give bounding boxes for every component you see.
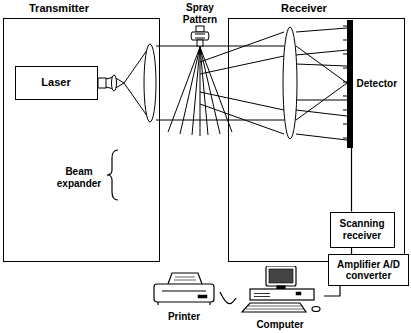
laser-beam [106, 46, 150, 120]
paper [168, 273, 202, 284]
disk-slot [254, 294, 270, 297]
spray-plume [168, 47, 232, 136]
node-label: Computer [256, 319, 303, 331]
monitor [266, 266, 296, 286]
laser-aperture [98, 78, 106, 88]
detector-element [343, 53, 347, 54]
signal-cable [324, 286, 340, 296]
signal-cable [351, 148, 352, 212]
nozzle-fitting [196, 26, 204, 32]
node-label: Laser [41, 76, 70, 89]
detector-array: Detector [343, 20, 401, 148]
paper-slot [162, 290, 206, 291]
detector-element [343, 109, 347, 110]
focused-rays [296, 28, 347, 140]
housing-heading: Transmitter [29, 2, 184, 15]
detector-element [343, 137, 347, 138]
node-label: Detector [357, 78, 398, 90]
printer-icon: Printer [148, 272, 220, 322]
printer-body [154, 284, 214, 302]
detector-element [343, 39, 347, 40]
transmitter-housing: TransmitterLaser [3, 18, 160, 262]
scattered-rays [200, 32, 284, 134]
scanning-receiver-box: Scanning receiver [330, 212, 395, 248]
detector-element [343, 25, 347, 26]
collimating-lens [144, 44, 156, 122]
receiver-housing: ReceiverDetectorScanning receiver [228, 18, 405, 262]
screen [269, 269, 293, 283]
beam-expander-label: Beam expander [52, 166, 106, 189]
detector-element [343, 81, 347, 82]
nozzle-thread [195, 34, 205, 38]
detector-element [343, 95, 347, 96]
detector-element [343, 67, 347, 68]
node-label: Scanning receiver [334, 218, 391, 241]
laser-box: Laser [15, 66, 98, 100]
detector-bar [347, 20, 353, 148]
printer-feet [158, 302, 210, 305]
nozzle-tip [197, 40, 203, 46]
detector-symbol [343, 20, 357, 148]
detector-element [343, 123, 347, 124]
system-unit [250, 289, 314, 300]
node-label: Amplifier A/D converter [332, 259, 405, 282]
bracket [107, 150, 118, 200]
key-rows [246, 306, 304, 309]
spray-label: Spray Pattern [172, 2, 228, 25]
mouse [312, 307, 320, 312]
signal-cable [220, 292, 236, 304]
receiver-lens [283, 27, 297, 139]
collimated-beam [156, 46, 284, 120]
paper-lines [174, 277, 196, 280]
nozzle-nut [191, 32, 209, 40]
focusing-lens [112, 75, 117, 91]
housing-heading: Receiver [281, 2, 411, 15]
control-panel [198, 295, 207, 298]
amplifier-box: Amplifier A/D converter [328, 254, 409, 286]
power-button [296, 292, 301, 295]
computer-icon: Computer [236, 266, 324, 330]
node-label: Printer [168, 311, 200, 323]
optics [98, 26, 347, 200]
keyboard [242, 303, 306, 312]
